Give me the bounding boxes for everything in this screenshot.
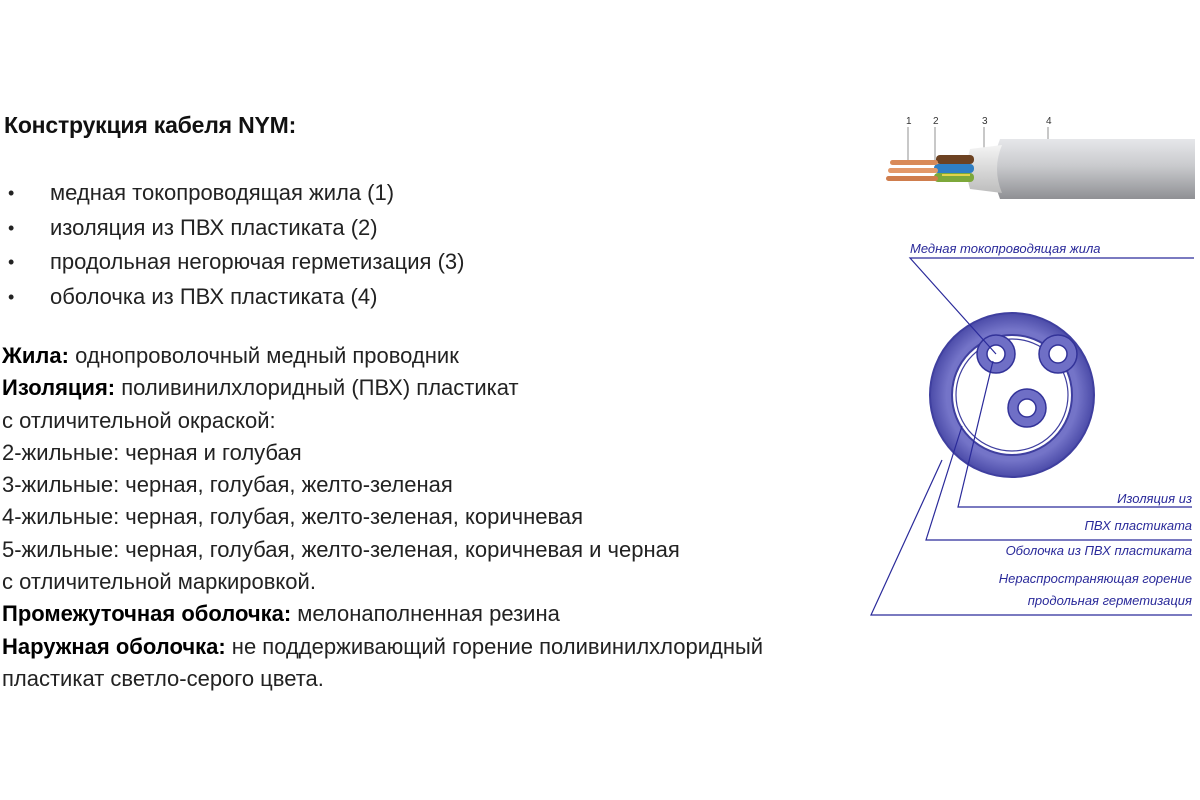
outer-sheath-side [994,139,1195,199]
description-4core: 4-жильные: черная, голубая, желто-зелена… [2,504,584,530]
filler-side [967,145,1002,193]
description-outer-sheath-2: пластикат светло-серого цвета. [2,665,324,691]
label-filler-1: Нераспространяющая горение [999,571,1192,586]
callout-number-1: 1 [906,116,912,127]
page-title: Конструкция кабеля NYM: [4,112,297,138]
core-conductor-2 [1048,344,1068,364]
label-sheath: Оболочка из ПВХ пластиката [1006,543,1192,558]
copper-wire-2 [888,168,938,173]
cable-side-view: 1 2 3 4 [886,116,1195,199]
cable-cross-section [929,312,1095,478]
bullet-icon: • [8,217,15,238]
core-conductor-3 [1017,398,1037,418]
description-inner-sheath: Промежуточная оболочка: мелонаполненная … [2,598,763,630]
inner-sheath-text: мелонаполненная резина [291,601,560,627]
construction-list: • медная токопроводящая жила (1) • изоляци… [4,176,464,315]
inner-sheath-label: Промежуточная оболочка: [2,601,292,627]
outer-sheath-text: не поддерживающий горение поливинилхлори… [225,633,764,659]
cable-diagram: 1 2 3 4 Медная токопроводящая [870,116,1195,616]
callout-number-2: 2 [933,116,939,127]
list-item: • медная токопроводящая жила (1) [4,176,464,211]
core-brown [936,155,974,164]
description-2core: 2-жильные: черная и голубая [2,439,302,465]
filler-inner-line [955,338,1069,452]
label-insulation-2: ПВХ пластиката [1085,518,1193,533]
description-marking2: с отличительной маркировкой. [2,569,316,595]
description-5core: 5-жильные: черная, голубая, желто-зелена… [2,536,680,562]
label-insulation-1: Изоляция из [1117,491,1192,506]
cable-description: Жила: однопроволочный медный проводник И… [2,340,763,695]
core-blue [934,164,974,173]
core-label: Жила: [2,343,69,368]
insulation-label: Изоляция: [2,375,116,401]
list-item: • продольная негорючая герметизация (3) [4,245,464,280]
description-outer-sheath: Наружная оболочка: не поддерживающий гор… [2,631,763,663]
leader-conductor [908,257,1194,355]
callout-number-3: 3 [982,116,988,127]
leader-insulation [957,360,1192,508]
list-item-text: медная токопроводящая жила (1) [50,180,395,205]
description-insulation: Изоляция: поливинилхлоридный (ПВХ) пласт… [2,372,763,404]
copper-wire-3 [886,176,938,181]
list-item-text: продольная негорючая герметизация (3) [50,249,465,275]
outer-sheath-label: Наружная оболочка: [2,633,226,659]
list-item: • изоляция из ПВХ пластиката (2) [4,211,464,246]
insulation-text: поливинилхлоридный (ПВХ) пластикат [115,375,519,401]
core-text: однопроволочный медный проводник [68,343,459,368]
leader-filler [870,459,1192,616]
copper-wire-1 [890,160,938,165]
callout-number-4: 4 [1046,116,1052,127]
list-item-text: изоляция из ПВХ пластиката (2) [50,214,378,240]
description-marking: с отличительной окраской: [2,407,276,433]
description-core: Жила: однопроволочный медный проводник [2,340,763,372]
label-conductor: Медная токопроводящая жила [910,241,1101,256]
description-3core: 3-жильные: черная, голубая, желто-зелена… [2,472,453,498]
list-item: • оболочка из ПВХ пластиката (4) [4,280,464,315]
bullet-icon: • [8,252,15,273]
leader-lines [870,257,1194,616]
bullet-icon: • [8,183,15,203]
bullet-icon: • [8,287,15,308]
leader-sheath [925,425,1192,541]
label-filler-2: продольная герметизация [1028,593,1192,608]
list-item-text: оболочка из ПВХ пластиката (4) [50,284,378,310]
